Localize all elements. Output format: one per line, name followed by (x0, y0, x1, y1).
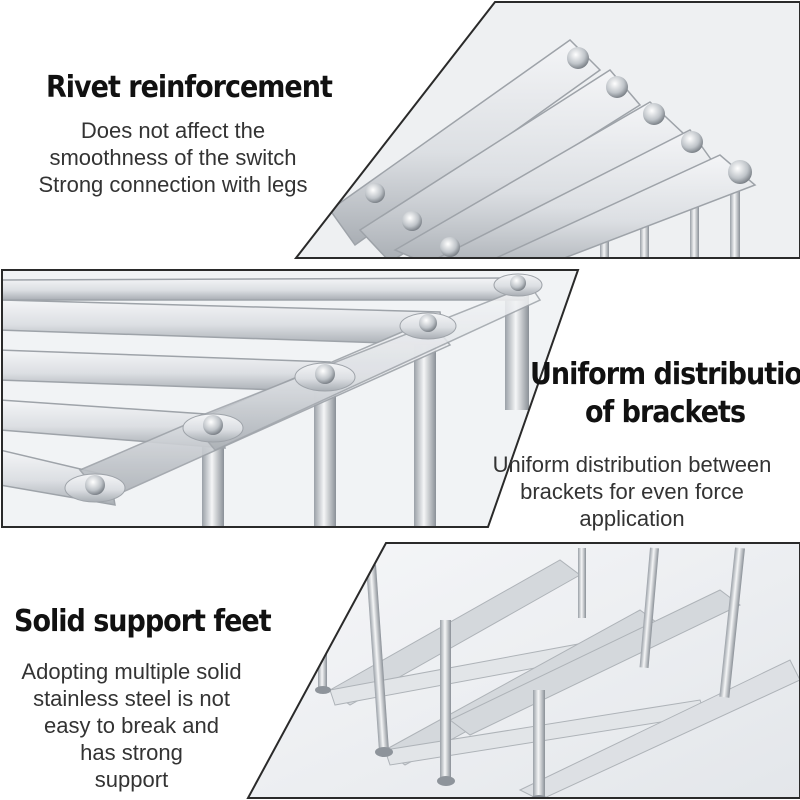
description-line: has strong (80, 740, 183, 765)
description-line: brackets for even force (520, 479, 744, 504)
support-feet-description: Adopting multiple solid stainless steel … (0, 658, 263, 793)
description-line: easy to break and (44, 713, 219, 738)
rivet-reinforcement-heading: Rivet reinforcement (46, 70, 333, 105)
support-feet-panel (246, 542, 800, 799)
description-line: support (94, 767, 169, 792)
description-line: Uniform distribution between (492, 452, 772, 477)
bracket-distribution-panel (1, 269, 580, 528)
bracket-distribution-heading: Uniform distribution of brackets (530, 356, 800, 432)
heading-line: Uniform distribution (530, 357, 800, 392)
description-line: smoothness of the switch (49, 145, 297, 170)
description-line: Strong connection with legs (38, 172, 308, 197)
support-feet-bars (329, 559, 800, 798)
description-line: application (579, 506, 685, 531)
description-line: Adopting multiple solid (21, 659, 242, 684)
rivet-reinforcement-description: Does not affect the smoothness of the sw… (6, 117, 340, 198)
rivet-closeup-bars (328, 39, 757, 258)
rivet-closeup-panel (293, 0, 800, 259)
bracket-distribution-description: Uniform distribution between brackets fo… (464, 451, 800, 532)
support-feet-heading: Solid support feet (14, 604, 272, 639)
bracket-rivets (64, 273, 543, 503)
heading-line: of brackets (584, 395, 746, 430)
bracket-bars (2, 277, 542, 506)
description-line: stainless steel is not (33, 686, 230, 711)
description-line: Does not affect the (80, 118, 266, 143)
rivet-heads (365, 47, 752, 257)
